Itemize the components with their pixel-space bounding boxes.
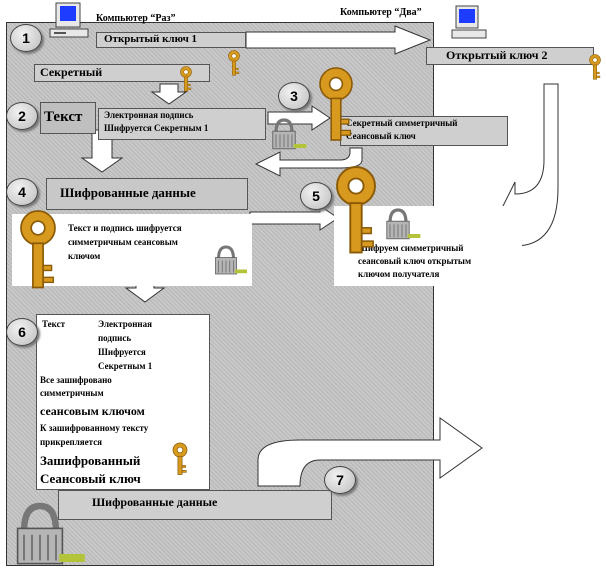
- step-number-7: 7: [324, 466, 356, 494]
- computer-raz-label: Компьютер “Раз”: [96, 13, 176, 24]
- step6-all-3: сеансовым ключом: [40, 404, 145, 418]
- step6-sig-1: Электронная: [98, 319, 152, 329]
- step6-sig-2: подпись: [98, 333, 132, 343]
- step5-line-3: ключом получателя: [358, 269, 440, 279]
- step5-line-2: сеансовый ключ открытым: [358, 256, 472, 266]
- text-label: Текст: [44, 109, 83, 125]
- symmetric-note-line-3: ключом: [68, 251, 101, 261]
- session-key-line-2: Сеансовый ключ: [346, 131, 416, 141]
- signature-line-2: Шифруется Секретным 1: [104, 123, 209, 133]
- signature-line-1: Электронная подпись: [104, 110, 194, 120]
- step6-box: [36, 314, 210, 490]
- session-key-box: [340, 116, 508, 146]
- secret-key-label: Секретный: [40, 65, 103, 79]
- signature-box: [98, 108, 266, 140]
- encrypted-data-label: Шифрованные данные: [60, 185, 196, 200]
- step6-sig-4: Секретным 1: [98, 361, 153, 371]
- public-key-1-box: [96, 32, 246, 48]
- public-key-1-label: Открытый ключ 1: [104, 33, 198, 45]
- bottom-encrypted-box: [58, 490, 332, 520]
- bottom-encrypted-label: Шифрованные данные: [92, 495, 218, 509]
- text-box: [40, 102, 96, 134]
- computer-dva-label: Компьютер “Два”: [340, 7, 422, 18]
- step-number-1: 1: [10, 24, 42, 52]
- step-number-6: 6: [6, 318, 38, 346]
- step6-all-1: Все зашифровано: [40, 375, 112, 385]
- public-key-2-label: Открытый ключ 2: [446, 48, 548, 62]
- step-number-3: 3: [278, 82, 310, 110]
- secret-key-box: [34, 64, 210, 82]
- step-number-5: 5: [300, 182, 332, 210]
- step6-att-1: К зашифрованному тексту: [40, 423, 149, 433]
- session-key-line-1: Секретный симметричный: [346, 118, 458, 128]
- step6-att-2: прикрепляется: [40, 437, 103, 447]
- step6-enc-2: Сеансовый ключ: [40, 471, 141, 486]
- symmetric-note-line-1: Текст и подпись шифруется: [68, 223, 182, 233]
- step6-sig-3: Шифруется: [98, 347, 146, 357]
- encrypted-data-box: [46, 178, 248, 210]
- step6-enc-1: Зашифрованный: [40, 453, 141, 468]
- symmetric-note-line-2: симметричным сеансовым: [68, 237, 178, 247]
- step-number-4: 4: [6, 178, 38, 206]
- step5-line-1: Шифруем симметричный: [358, 243, 464, 253]
- step6-all-2: симметричным: [40, 388, 104, 398]
- step6-text: Текст: [42, 319, 66, 329]
- step-number-2: 2: [6, 102, 38, 130]
